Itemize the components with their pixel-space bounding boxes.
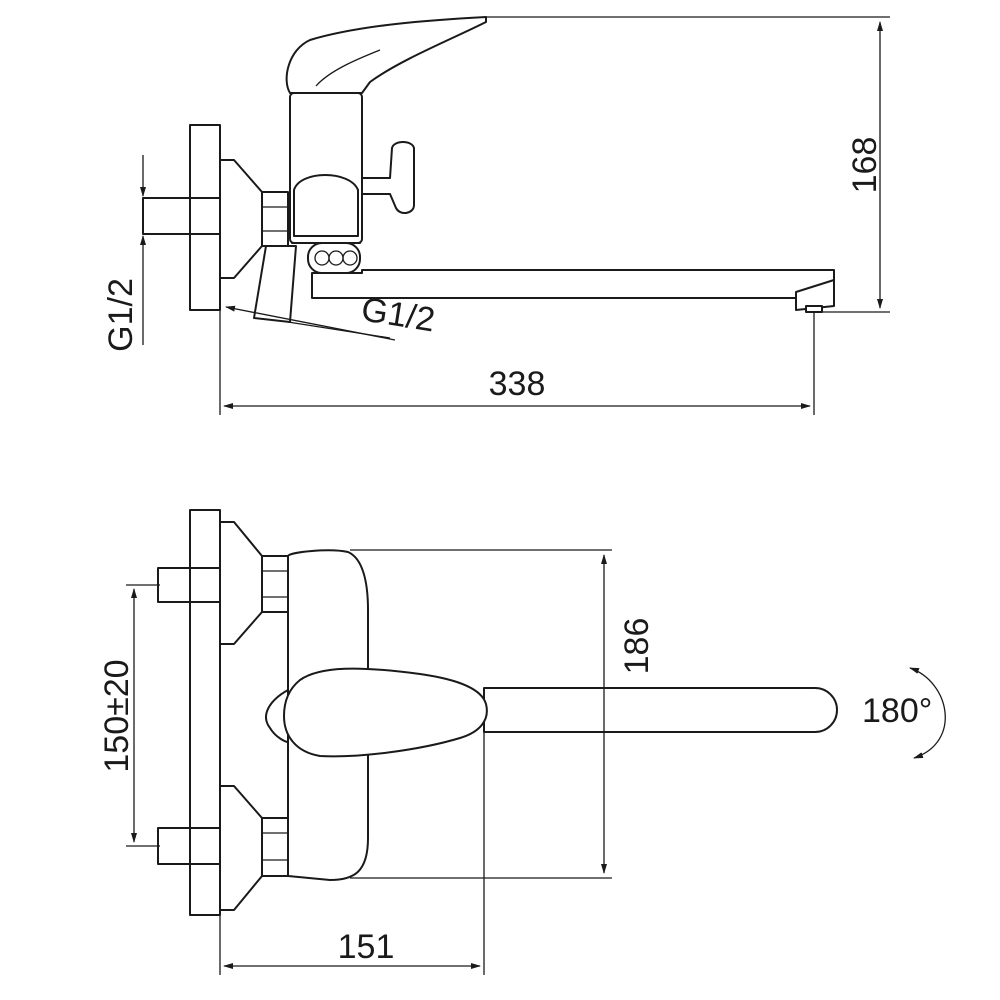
top-view: 186 150±20 151 180°: [98, 509, 946, 975]
top-wall: [189, 509, 221, 916]
side-inlet-pipe: [142, 197, 221, 235]
dim-150: 150±20: [98, 584, 160, 847]
side-eccentric-union: [253, 245, 297, 323]
side-mixer-body: [289, 92, 363, 244]
side-spout: [311, 269, 835, 299]
top-lower-escutcheon: [219, 785, 263, 911]
dim-g12-vertical: G1/2: [102, 155, 146, 352]
dim-186: 186: [350, 549, 656, 879]
side-swivel-joint: [307, 242, 361, 274]
side-view: 168 338 G1/2 G1/2: [102, 16, 890, 415]
top-upper-nut: [261, 555, 289, 613]
top-lower-nut: [261, 817, 289, 877]
dim-338: 338: [219, 310, 815, 415]
rotation-label: 180°: [862, 692, 932, 730]
side-diverter-knob: [361, 141, 415, 214]
top-spout: [483, 687, 838, 733]
side-lever-handle: [285, 16, 487, 94]
top-upper-escutcheon: [219, 521, 263, 645]
side-wall: [189, 124, 221, 311]
dim-168: 168: [486, 16, 890, 313]
dim-168-label: 168: [846, 137, 884, 194]
dim-g12-vertical-label: G1/2: [102, 278, 140, 352]
side-escutcheon: [219, 159, 263, 279]
dim-338-label: 338: [489, 365, 546, 403]
rotation-indicator: 180°: [862, 667, 946, 759]
side-hex-nut: [261, 191, 289, 247]
top-lever-handle: [283, 667, 488, 758]
side-aerator: [795, 279, 835, 311]
dim-150-label: 150±20: [98, 659, 136, 772]
dim-186-label: 186: [618, 618, 656, 675]
dim-151-label: 151: [338, 928, 395, 966]
dim-151: 151: [219, 732, 485, 975]
